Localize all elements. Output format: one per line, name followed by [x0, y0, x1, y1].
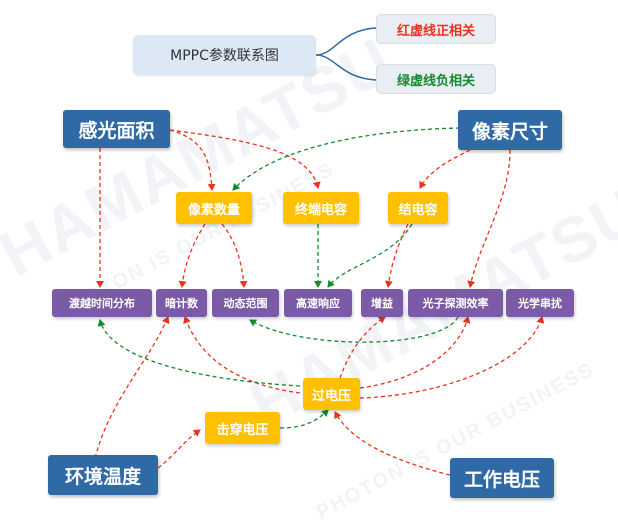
edge-overvoltage-dark [183, 316, 301, 394]
node-pixel-count: 像素数量 [176, 192, 252, 224]
edge-pixelcount-dark [178, 223, 206, 288]
edge-area-pixelcount [169, 129, 216, 191]
node-pixel-size: 像素尺寸 [458, 110, 562, 150]
diagram-title: MPPC参数联系图 [133, 35, 316, 75]
node-gain: 增益 [361, 289, 403, 317]
node-temperature: 环境温度 [48, 455, 158, 495]
title-legend-connector [315, 27, 377, 56]
node-transit-time: 渡越时间分布 [52, 289, 152, 317]
edge-pixelcount-dynamic [221, 223, 248, 288]
node-operating-voltage: 工作电压 [450, 458, 554, 498]
edge-junction-fast [327, 223, 413, 288]
edge-overvoltage-pde [359, 316, 471, 389]
edge-pixelsize-pde [467, 149, 511, 288]
edge-overvoltage-gain [339, 316, 386, 379]
edge-pixelsize-pixelcount [232, 127, 461, 191]
node-sensing-area: 感光面积 [63, 110, 170, 148]
node-fast-response: 高速响应 [284, 289, 352, 317]
node-junction-capacitance: 结电容 [388, 192, 448, 224]
edge-overvoltage-transit [97, 319, 301, 387]
edge-junction-gain [384, 223, 409, 288]
node-terminal-capacitance: 终端电容 [283, 192, 359, 224]
edge-overvoltage-crosstalk [359, 316, 545, 399]
legend-positive: 红虚线正相关 [376, 14, 496, 44]
edge-temperature-dark [94, 316, 170, 459]
node-pde: 光子探测效率 [408, 289, 503, 317]
node-breakdown-voltage: 击穿电压 [205, 412, 280, 444]
edge-pde-dynamic [249, 316, 459, 343]
edge-opvoltage-overvoltage [334, 411, 451, 476]
edge-breakdown-overvoltage [279, 409, 329, 429]
title-legend-connector [315, 54, 377, 81]
edge-pixelsize-junction [419, 149, 471, 189]
node-optical-crosstalk: 光学串扰 [506, 289, 574, 317]
edge-area-terminalcap [169, 129, 321, 189]
legend-negative: 绿虚线负相关 [376, 64, 496, 94]
node-dark-count: 暗计数 [156, 289, 207, 317]
edge-temperature-breakdown [157, 429, 201, 469]
node-dynamic-range: 动态范围 [212, 289, 279, 317]
node-overvoltage: 过电压 [303, 378, 360, 410]
